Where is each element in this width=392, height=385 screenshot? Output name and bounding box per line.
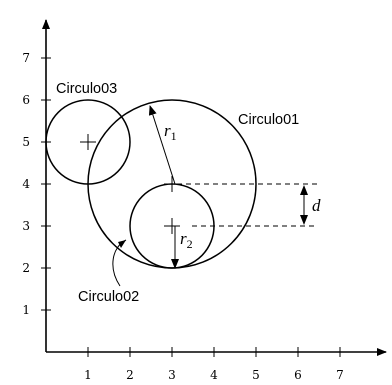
y-tick-label-5: 5 <box>22 135 30 149</box>
x-tick-label-5: 5 <box>252 368 260 382</box>
circle01-label: Circulo01 <box>238 112 299 128</box>
x-tick-label-4: 4 <box>210 368 218 382</box>
r1-label: r1 <box>164 121 177 143</box>
y-tick-label-2: 2 <box>22 261 30 275</box>
circle02-leader-arrowhead <box>118 240 126 248</box>
circle-circulo03 <box>45 99 131 185</box>
y-tick-label-4: 4 <box>22 177 30 191</box>
d-label: d <box>312 196 321 215</box>
x-tick-label-7: 7 <box>336 368 344 382</box>
y-tick-label-6: 6 <box>22 93 30 107</box>
x-tick-label-1: 1 <box>84 368 92 382</box>
circle02-leader <box>112 239 127 287</box>
x-tick-label-3: 3 <box>168 368 176 382</box>
x-axis-ticks: 1 2 3 4 5 6 7 <box>84 347 344 382</box>
r1-arrow <box>148 105 176 185</box>
x-tick-label-2: 2 <box>126 368 134 382</box>
y-tick-label-7: 7 <box>22 51 30 65</box>
x-tick-label-6: 6 <box>294 368 302 382</box>
y-tick-label-3: 3 <box>22 219 30 233</box>
center-marks <box>80 134 180 234</box>
r2-label: r2 <box>180 229 193 251</box>
y-tick-label-1: 1 <box>22 303 30 317</box>
y-axis-ticks: 1 2 3 4 5 6 7 <box>22 51 51 317</box>
circle02-label: Circulo02 <box>78 289 139 305</box>
circle03-label: Circulo03 <box>56 81 117 97</box>
